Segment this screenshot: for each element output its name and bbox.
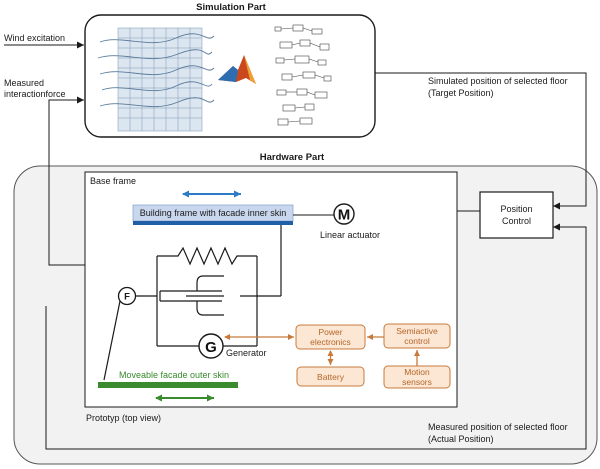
simulink-model-image [274, 24, 332, 126]
generator-symbol-letter: G [205, 339, 217, 356]
svg-text:sensors: sensors [402, 377, 432, 387]
svg-text:Semiactive: Semiactive [396, 326, 438, 336]
semiactive-control-block: Semiactive control [383, 323, 451, 349]
force-sensor-symbol [117, 286, 137, 306]
outer-skin-label: Moveable facade outer skin [119, 370, 229, 380]
outer-skin-bar [98, 382, 238, 388]
linear-actuator-label: Linear actuator [320, 230, 380, 240]
svg-text:electronics: electronics [310, 337, 351, 347]
spring-damper-mechanism [136, 225, 282, 347]
motor-symbol-letter: M [338, 207, 351, 224]
svg-text:control: control [404, 336, 430, 346]
motor-symbol [333, 203, 355, 225]
force-sensor-letter: F [124, 292, 130, 303]
measured-position-label-line1: Measured position of selected floor [428, 422, 568, 432]
inner-skin-bar [133, 221, 293, 225]
simulated-position-label-line1: Simulated position of selected floor [428, 76, 568, 86]
base-frame-label: Base frame [90, 176, 136, 186]
svg-text:Motion: Motion [404, 367, 430, 377]
generator-label: Generator [226, 348, 267, 358]
svg-text:Power: Power [318, 327, 342, 337]
outer-skin-connector [103, 300, 121, 381]
position-control-label-line1: Position [500, 204, 532, 214]
position-control-label-line2: Control [502, 216, 531, 226]
power-electronics-block: Power electronics [295, 324, 366, 350]
battery-block: Battery [296, 366, 365, 387]
measured-position-label-line2: (Actual Position) [428, 434, 494, 444]
svg-text:Battery: Battery [317, 372, 345, 382]
simulation-part-title: Simulation Part [196, 2, 267, 13]
measured-force-label-line2: interactionforce [4, 89, 66, 99]
motion-sensors-block: Motion sensors [383, 365, 451, 389]
simulated-position-signal-line [375, 72, 587, 210]
generator-symbol [198, 333, 224, 359]
measured-force-label-line1: Measured [4, 78, 44, 88]
building-model-image [97, 27, 215, 132]
inner-skin-label: Building frame with facade inner skin [140, 208, 287, 218]
wind-excitation-label: Wind excitation [4, 33, 65, 43]
simulated-position-label-line2: (Target Position) [428, 88, 494, 98]
hardware-part-title: Hardware Part [260, 152, 325, 163]
position-control-block [479, 191, 554, 239]
measured-position-signal-line [45, 223, 587, 450]
prototype-label: Prototyp (top view) [86, 413, 161, 423]
matlab-logo [218, 55, 256, 84]
